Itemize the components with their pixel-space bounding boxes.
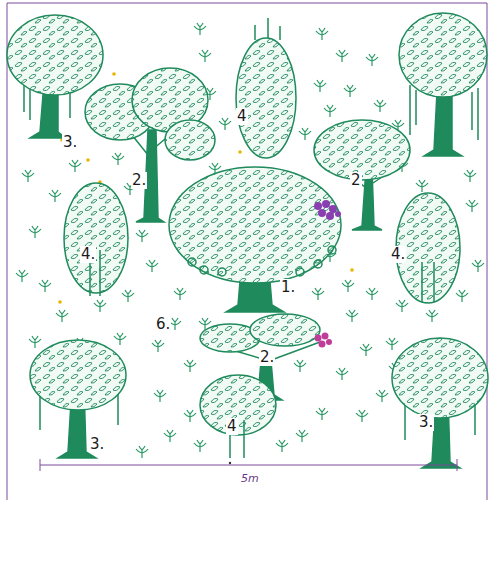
callout-number: 1. [280,279,296,296]
dimension-label: 5m [240,472,260,485]
trees [7,13,488,468]
callout-number: 4 [226,418,238,435]
callout-number: 2. [131,172,147,189]
callout-number: 3. [62,134,78,151]
dimension-line [40,459,457,471]
callout-number: 3. [418,414,434,431]
callout-number: 4 [236,108,248,125]
callout-number: 6. [155,316,171,333]
callout-number: 2. [259,349,275,366]
callout-number: 3. [89,436,105,453]
callout-number: 4. [390,246,406,263]
callout-number: 2 [350,172,362,189]
callout-number: 4. [80,246,96,263]
